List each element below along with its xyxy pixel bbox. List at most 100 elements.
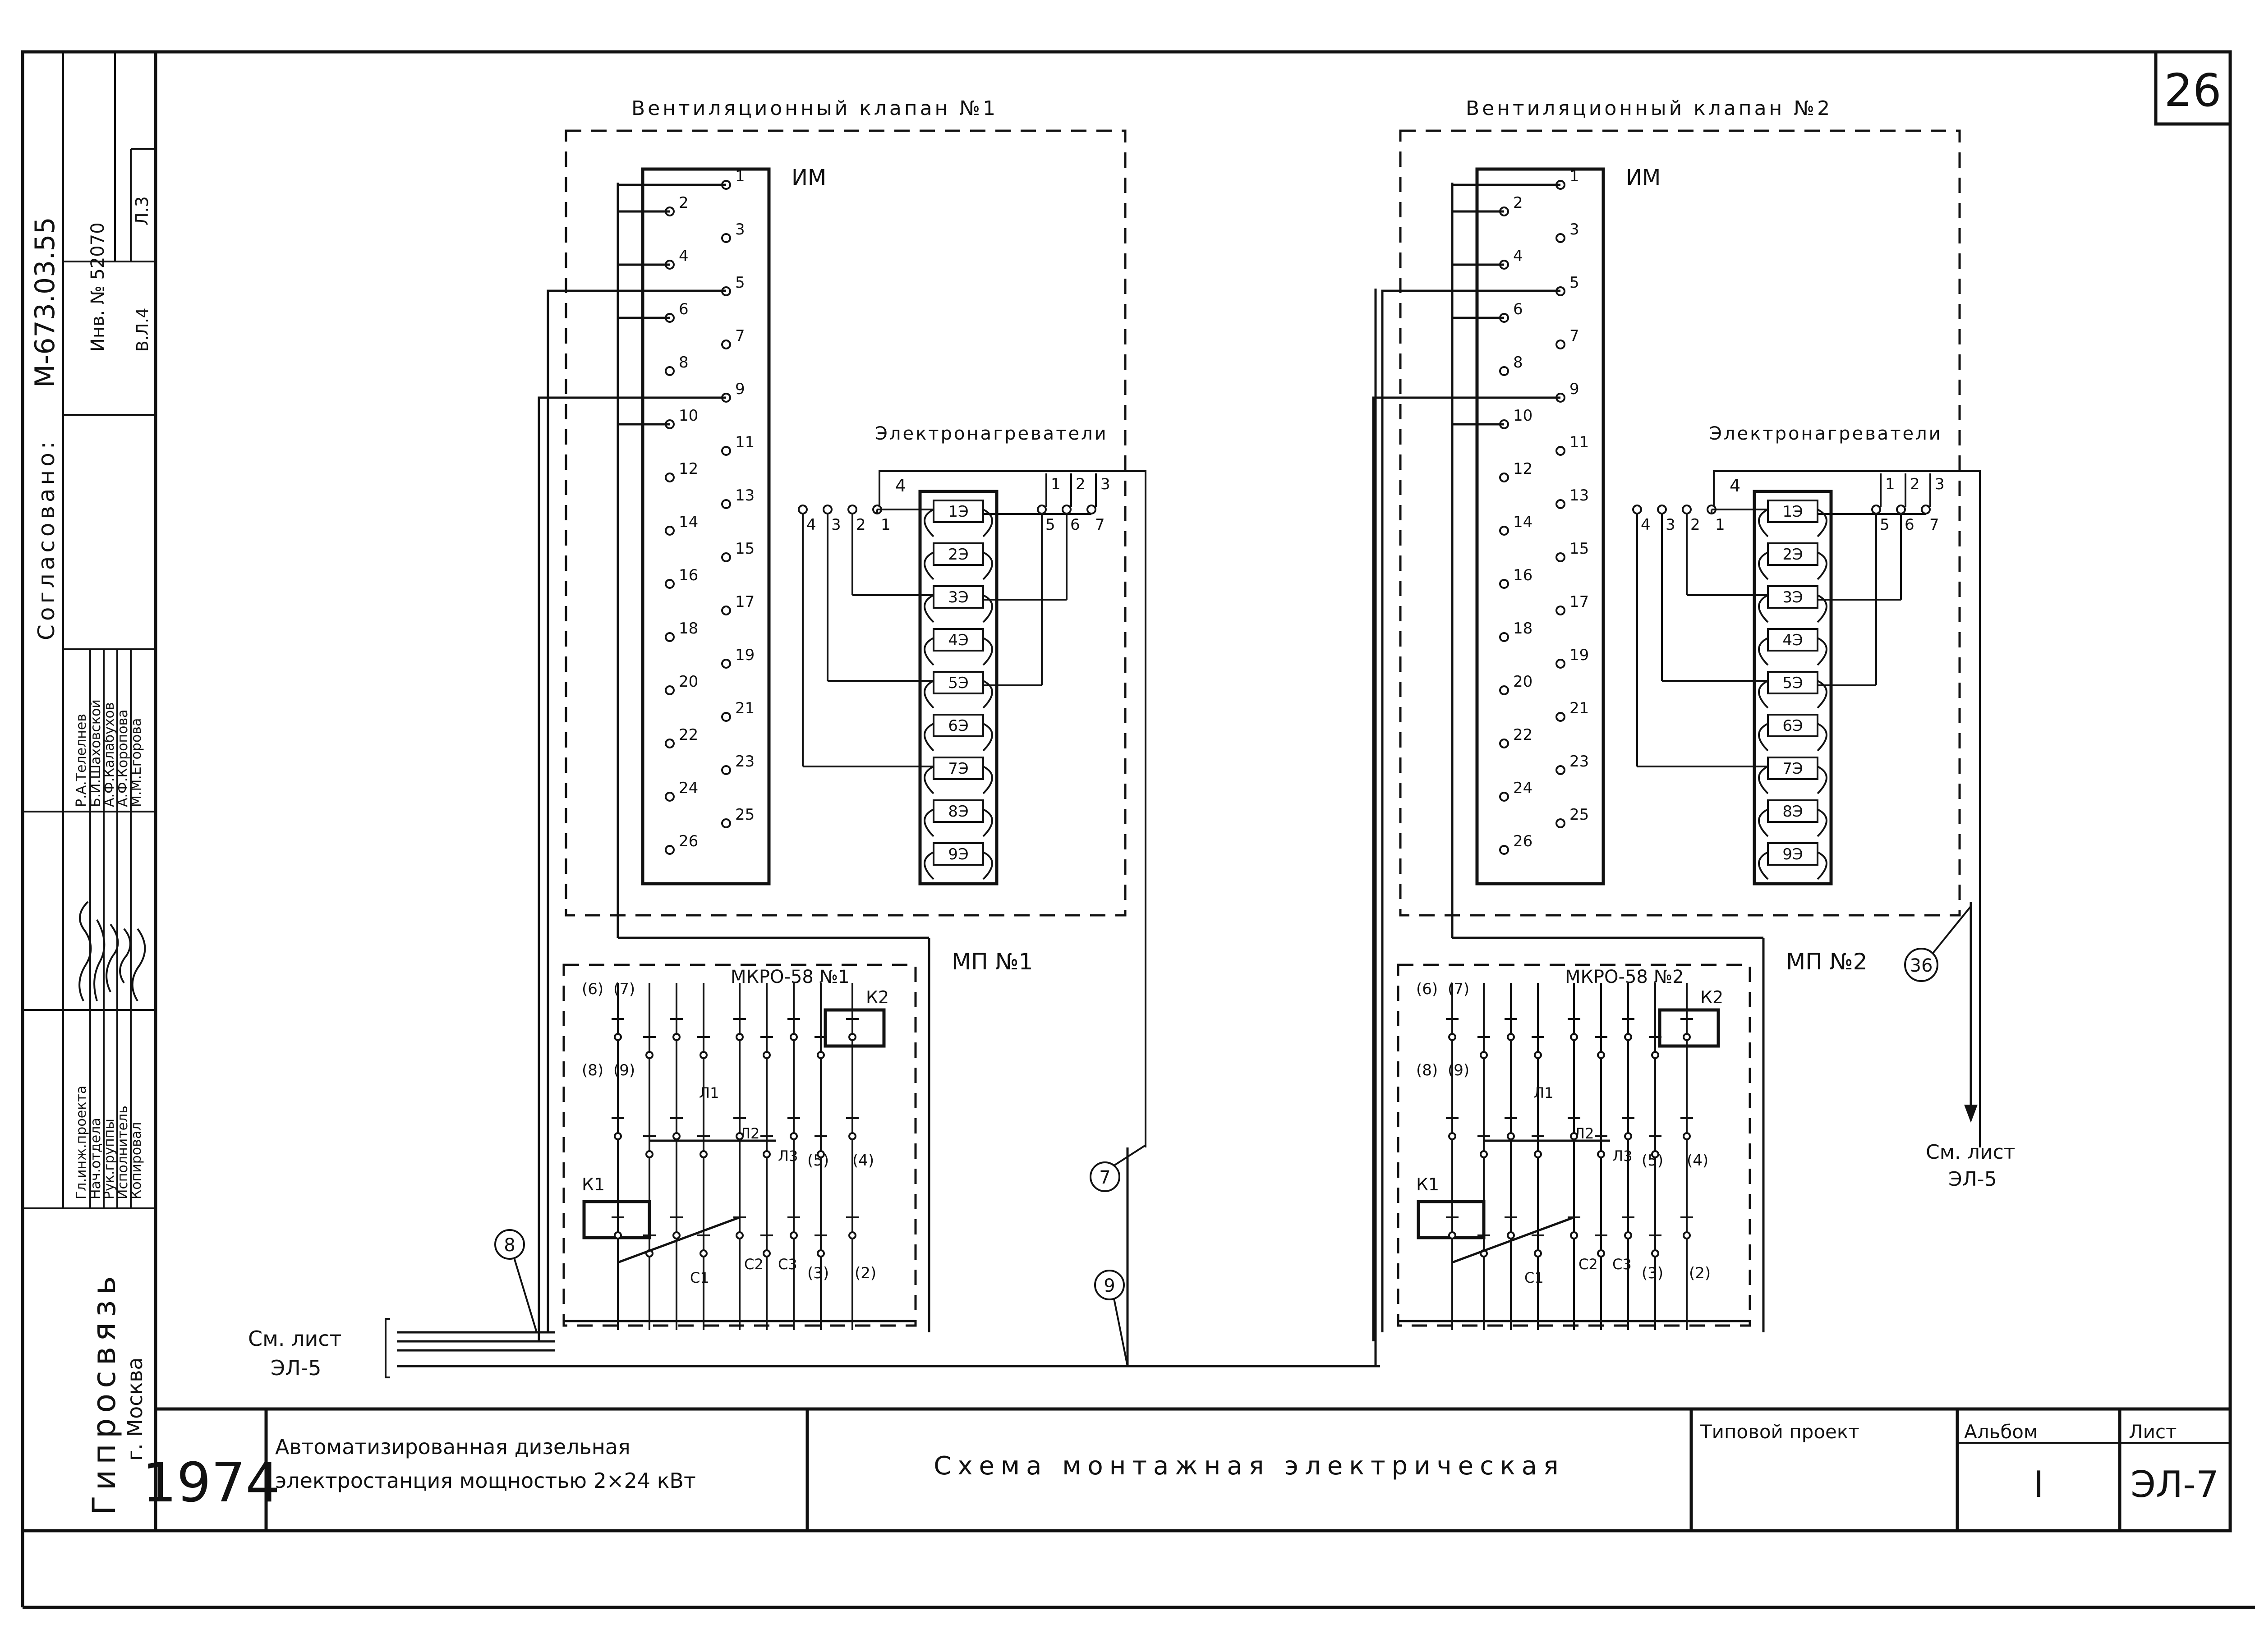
heater-loop <box>1758 594 1827 623</box>
valve-title: Вентиляционный клапан №1 <box>631 97 998 120</box>
project-line-2: электростанция мощностью 2×24 кВт <box>275 1468 696 1493</box>
ref-circle-9 <box>1094 1270 1125 1300</box>
im-label: ИМ <box>1626 165 1661 190</box>
heater-loop <box>924 509 993 537</box>
heater-loop <box>1758 808 1827 837</box>
heater-term-label-l3: 3 <box>1666 516 1675 534</box>
terminal-label-11: 11 <box>735 433 755 451</box>
c1-label: С1 <box>690 1269 709 1286</box>
terminal-12 <box>665 473 675 482</box>
contact-node <box>1507 1231 1515 1239</box>
heater-term-r6 <box>1062 505 1072 514</box>
terminal-label-22: 22 <box>1513 726 1532 744</box>
terminal-18 <box>665 632 675 642</box>
terminal-label-8: 8 <box>1513 353 1523 372</box>
heater-label-1Э: 1Э <box>948 503 968 521</box>
lead-5 <box>1381 289 1560 1332</box>
heater-mid-label: 4 <box>895 476 906 496</box>
name-2: Б.И.Шаховской <box>88 699 104 807</box>
heater-element <box>933 799 984 823</box>
heater-label-5Э: 5Э <box>948 674 968 692</box>
contact-node <box>1480 1051 1488 1059</box>
heater-element <box>933 585 984 609</box>
contact-node <box>1597 1051 1605 1059</box>
sheet-ref: Л.3 <box>132 196 152 225</box>
heater-element <box>933 842 984 866</box>
contact-node <box>672 1132 681 1140</box>
terminal-label-20: 20 <box>679 673 698 691</box>
heater-term-l2 <box>1682 505 1692 514</box>
terminal-label-16: 16 <box>679 566 698 584</box>
im-terminal-strip <box>1475 167 1605 886</box>
heater-term-label-r5: 5 <box>1045 516 1055 534</box>
terminal-label-11: 11 <box>1569 433 1589 451</box>
terminal-20 <box>665 685 675 695</box>
contact-node <box>848 1231 856 1239</box>
terminal-11 <box>721 446 731 456</box>
terminal-25 <box>1555 818 1565 828</box>
l2-label: Л2 <box>740 1125 759 1142</box>
l3-label: Л3 <box>1612 1147 1632 1165</box>
agreed-label: Согласовано: <box>33 438 60 640</box>
c2-label: С2 <box>744 1256 764 1273</box>
terminal-label-23: 23 <box>735 753 755 771</box>
lead-9 <box>538 396 726 1341</box>
heater-loop <box>1758 637 1827 666</box>
contact-node <box>614 1231 622 1239</box>
terminal-label-25: 25 <box>1569 806 1589 824</box>
terminal-3 <box>721 233 731 243</box>
heater-term-r5 <box>1037 505 1047 514</box>
terminal-label-1: 1 <box>1569 167 1579 185</box>
heater-label-4Э: 4Э <box>948 631 968 649</box>
terminal-label-18: 18 <box>1513 620 1532 638</box>
terminal-label-4: 4 <box>1513 247 1523 265</box>
org-city: г. Москва <box>123 1357 147 1461</box>
terminal-label-13: 13 <box>1569 486 1589 505</box>
terminal-12 <box>1499 473 1509 482</box>
heater-label-8Э: 8Э <box>1782 803 1803 821</box>
heater-block <box>918 490 999 886</box>
heater-term-label-r7: 7 <box>1095 516 1105 534</box>
heater-term-label-r6: 6 <box>1070 516 1080 534</box>
terminal-14 <box>665 526 675 536</box>
heater-loop <box>924 680 993 709</box>
l1-label: Л1 <box>1533 1084 1553 1101</box>
terminal-7 <box>1555 340 1565 349</box>
heater-top-label-3: 3 <box>1935 475 1945 493</box>
mp-label: МП №2 <box>1786 949 1867 975</box>
ref-circle-7 <box>1090 1161 1120 1192</box>
ref-circle-36 <box>1904 948 1938 982</box>
terminal-19 <box>1555 659 1565 669</box>
terminal-label-24: 24 <box>1513 779 1532 797</box>
terminal-8 <box>1499 366 1509 376</box>
terminal-label-10: 10 <box>679 407 698 425</box>
terminal-17 <box>1555 606 1565 615</box>
terminal-13 <box>1555 499 1565 509</box>
terminal-16 <box>1499 579 1509 589</box>
heater-element <box>1767 500 1818 523</box>
heater-element <box>1767 671 1818 694</box>
im-label: ИМ <box>792 165 826 190</box>
heater-loop <box>924 808 993 837</box>
terminal-label-19: 19 <box>1569 646 1589 664</box>
heater-top-label-3: 3 <box>1100 475 1110 493</box>
contact-node <box>645 1150 653 1158</box>
relay-term-2: (2) <box>855 1264 876 1282</box>
name-3: А.Ф.Калабухов <box>101 702 117 807</box>
heater-element <box>933 671 984 694</box>
heater-element <box>1767 714 1818 737</box>
heater-loop <box>924 723 993 752</box>
relay-diag <box>617 1216 740 1264</box>
k2-label: К2 <box>1700 987 1723 1007</box>
type-label: Типовой проект <box>1700 1421 1859 1443</box>
ref-markers: 8 7 9 36 См. лист ЭЛ-5 См. лист ЭЛ-5 <box>248 902 2015 1380</box>
heater-element <box>1767 799 1818 823</box>
contact-node <box>790 1033 798 1041</box>
terminal-21 <box>1555 712 1565 722</box>
terminal-23 <box>1555 765 1565 775</box>
contact-node <box>1683 1132 1691 1140</box>
relay-term-3: (3) <box>807 1264 829 1282</box>
relay-term-8: (8) <box>582 1061 603 1079</box>
terminal-17 <box>721 606 731 615</box>
terminal-3 <box>1555 233 1565 243</box>
